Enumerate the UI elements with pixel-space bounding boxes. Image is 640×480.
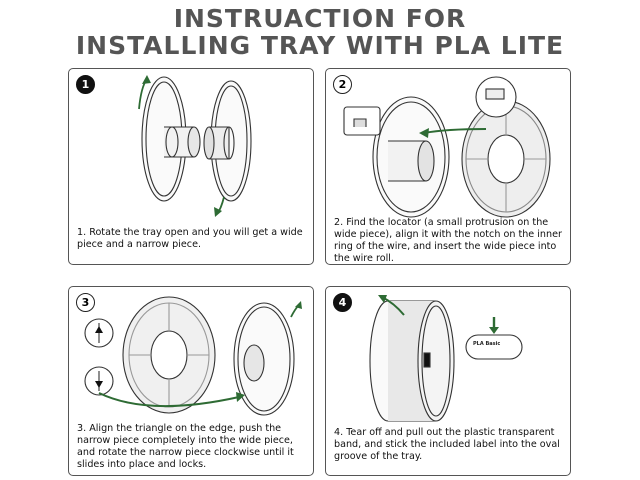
step-4-illustration: PLA Basic bbox=[369, 295, 523, 422]
step-3-illustration bbox=[84, 296, 302, 416]
step-panel-1: 1 1. Rotate the tray open and you will g… bbox=[68, 68, 314, 265]
step-panel-3: 3 3. Align the triangle on the edge, pus… bbox=[68, 286, 314, 476]
step-3-text: 3. Align the triangle on the edge, push … bbox=[77, 423, 294, 470]
step-2-illustration bbox=[343, 76, 551, 218]
title-line-2: INSTALLING TRAY WITH PLA LITE bbox=[75, 31, 565, 60]
step-number-badge: 1 bbox=[76, 75, 95, 94]
step-panel-2: 2 2. Find the locator (a small protrusio… bbox=[325, 68, 571, 265]
step-1-illustration bbox=[138, 75, 252, 217]
step-number-badge: 2 bbox=[333, 75, 352, 94]
step-number-badge: 4 bbox=[333, 293, 352, 312]
step-1-text: 1. Rotate the tray open and you will get… bbox=[77, 227, 303, 250]
step-4-text: 4. Tear off and pull out the plastic tra… bbox=[334, 427, 560, 462]
step-panel-4: 4 PLA Basic 4. Tear off and pull out the… bbox=[325, 286, 571, 476]
step-number-badge: 3 bbox=[76, 293, 95, 312]
label-sticker-text: PLA Basic bbox=[473, 341, 500, 347]
push-arrow-icon bbox=[98, 392, 240, 408]
triangle-icon bbox=[95, 381, 103, 388]
title-line-1: INSTRUACTION FOR bbox=[173, 4, 467, 33]
step-2-text: 2. Find the locator (a small protrusion … bbox=[334, 217, 562, 264]
triangle-icon bbox=[95, 326, 103, 333]
